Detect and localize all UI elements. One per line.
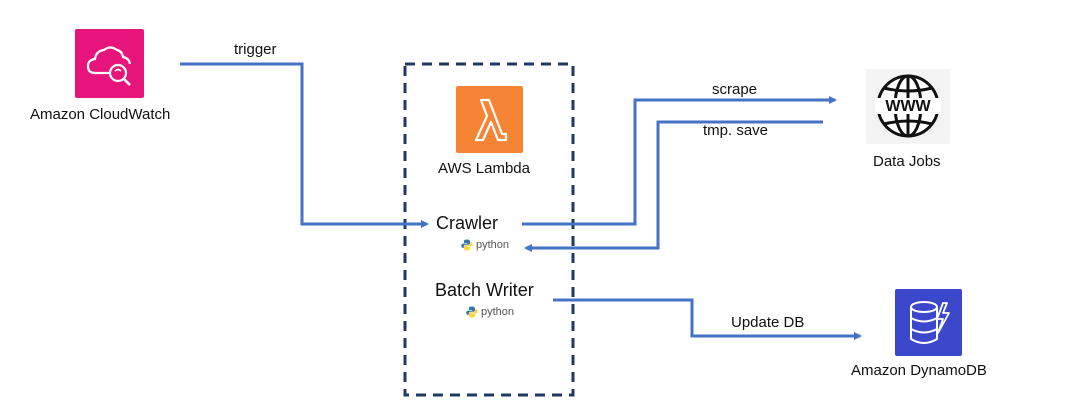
- crawler-label: Crawler: [436, 213, 499, 233]
- cloudwatch-node-icon: [75, 29, 144, 98]
- crawler-python-badge: python: [461, 239, 509, 251]
- update-db-label: Update DB: [731, 314, 805, 331]
- update-db-arrow: [553, 298, 862, 340]
- scrape-arrow: [522, 96, 837, 226]
- dynamodb-icon: [910, 301, 950, 344]
- lambda-boundary: [403, 62, 575, 397]
- python-logo-icon: [466, 306, 478, 318]
- python-logo-icon: [461, 239, 473, 251]
- data-jobs-label: Data Jobs: [873, 153, 941, 170]
- trigger-label: trigger: [234, 41, 277, 58]
- dynamodb-node-icon: [895, 289, 962, 356]
- batch-writer-python-badge: python: [466, 306, 514, 318]
- data-jobs-node-icon: WWW: [866, 69, 950, 144]
- www-globe-icon: WWW: [875, 74, 941, 138]
- crawler-badge-text: python: [476, 239, 510, 251]
- lambda-node-icon: [456, 86, 523, 153]
- tmp-save-label: tmp. save: [703, 122, 769, 139]
- trigger-arrow: [180, 62, 429, 228]
- cloudwatch-label: Amazon CloudWatch: [30, 106, 171, 123]
- cloudwatch-icon: [86, 46, 132, 86]
- tmp-save-arrow: [524, 120, 823, 252]
- batch-writer-badge-text: python: [481, 306, 515, 318]
- scrape-label: scrape: [712, 81, 758, 98]
- dynamodb-label: Amazon DynamoDB: [851, 362, 987, 379]
- lambda-icon: [474, 98, 508, 142]
- svg-text:WWW: WWW: [885, 98, 931, 115]
- batch-writer-label: Batch Writer: [435, 280, 534, 300]
- lambda-label: AWS Lambda: [438, 160, 530, 177]
